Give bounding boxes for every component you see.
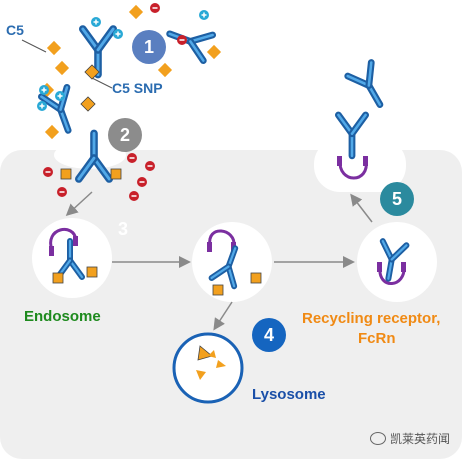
degraded-fragment xyxy=(197,345,213,361)
charge-positive xyxy=(36,100,48,112)
charge-negative xyxy=(136,176,148,188)
c5-snp-antigen xyxy=(60,168,72,180)
c5-antigen xyxy=(46,40,62,56)
c5-snp-label: C5 SNP xyxy=(112,80,163,96)
step-5-badge: 5 xyxy=(380,182,414,216)
fcrn-label: FcRn xyxy=(358,330,396,347)
charge-negative xyxy=(176,34,188,46)
charge-negative xyxy=(149,2,161,14)
watermark-text: 凯莱英药闻 xyxy=(389,432,450,446)
c5-antigen xyxy=(52,272,64,284)
charge-negative xyxy=(56,186,68,198)
fcrn-receptor xyxy=(208,229,236,247)
exit-bubble xyxy=(314,138,406,192)
c5-snp-antigen xyxy=(110,168,122,180)
step-1-badge: 1 xyxy=(132,30,166,64)
antibody xyxy=(83,29,113,75)
charge-negative xyxy=(144,160,156,172)
degraded-fragment xyxy=(208,350,216,358)
top-exit-bubble xyxy=(54,141,126,169)
degraded-fragment xyxy=(196,370,206,380)
step-3-badge: 3 xyxy=(117,218,128,239)
wechat-icon xyxy=(369,432,386,445)
c5-antigen xyxy=(206,44,222,60)
charge-positive xyxy=(90,16,102,28)
lysosome-bubble xyxy=(172,332,244,404)
charge-positive xyxy=(54,90,66,102)
arrow-to-lysosome xyxy=(213,301,233,331)
c5-label: C5 xyxy=(6,22,24,38)
watermark: 凯莱英药闻 xyxy=(369,430,450,447)
charge-positive xyxy=(38,84,50,96)
recycling-bubble xyxy=(357,222,437,302)
step-2-badge: 2 xyxy=(108,118,142,152)
lysosome-label: Lysosome xyxy=(252,386,326,403)
antibody xyxy=(165,21,213,61)
c5-snp-antigen xyxy=(80,96,96,112)
c5-antigen xyxy=(128,4,144,20)
step-4-badge: 4 xyxy=(252,318,286,352)
c5-antigen xyxy=(86,266,98,278)
c5-antigen xyxy=(44,124,60,140)
c5-antigen xyxy=(54,60,70,76)
recycling-receptor-label: Recycling receptor, xyxy=(302,310,441,327)
charge-negative xyxy=(128,190,140,202)
charge-negative xyxy=(42,166,54,178)
antibody xyxy=(348,62,392,111)
charge-positive xyxy=(198,9,210,21)
charge-negative xyxy=(126,152,138,164)
c5-antigen xyxy=(212,284,224,296)
charge-positive xyxy=(112,28,124,40)
arrow-to-exit xyxy=(350,193,373,223)
c5-antigen xyxy=(250,272,262,284)
c5-antigen xyxy=(157,62,173,78)
fcrn-receptor xyxy=(49,228,78,251)
degraded-fragment xyxy=(216,360,226,368)
arrow-to-endosome xyxy=(65,191,93,217)
endosome-label: Endosome xyxy=(24,308,101,325)
